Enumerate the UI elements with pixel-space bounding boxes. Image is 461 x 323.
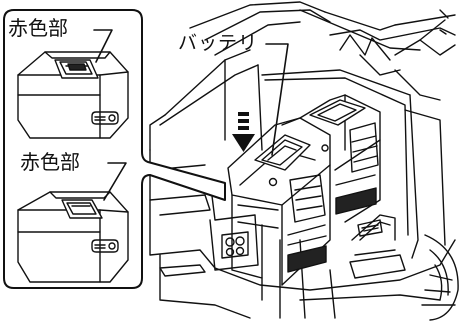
label-battery: バッテリ [178,32,259,54]
arrow-down-icon [232,112,255,152]
callout-box [3,9,226,289]
machine-body [149,1,459,321]
wheel [421,234,459,321]
label-red-part-top: 赤色部 [8,16,68,40]
leader-lines [93,29,289,201]
callout-battery-top [17,51,129,139]
label-red-part-bottom: 赤色部 [20,150,80,174]
callout-battery-bottom [17,191,129,283]
battery-in-slot-front [227,117,331,286]
battery-in-slot-rear [281,94,381,223]
